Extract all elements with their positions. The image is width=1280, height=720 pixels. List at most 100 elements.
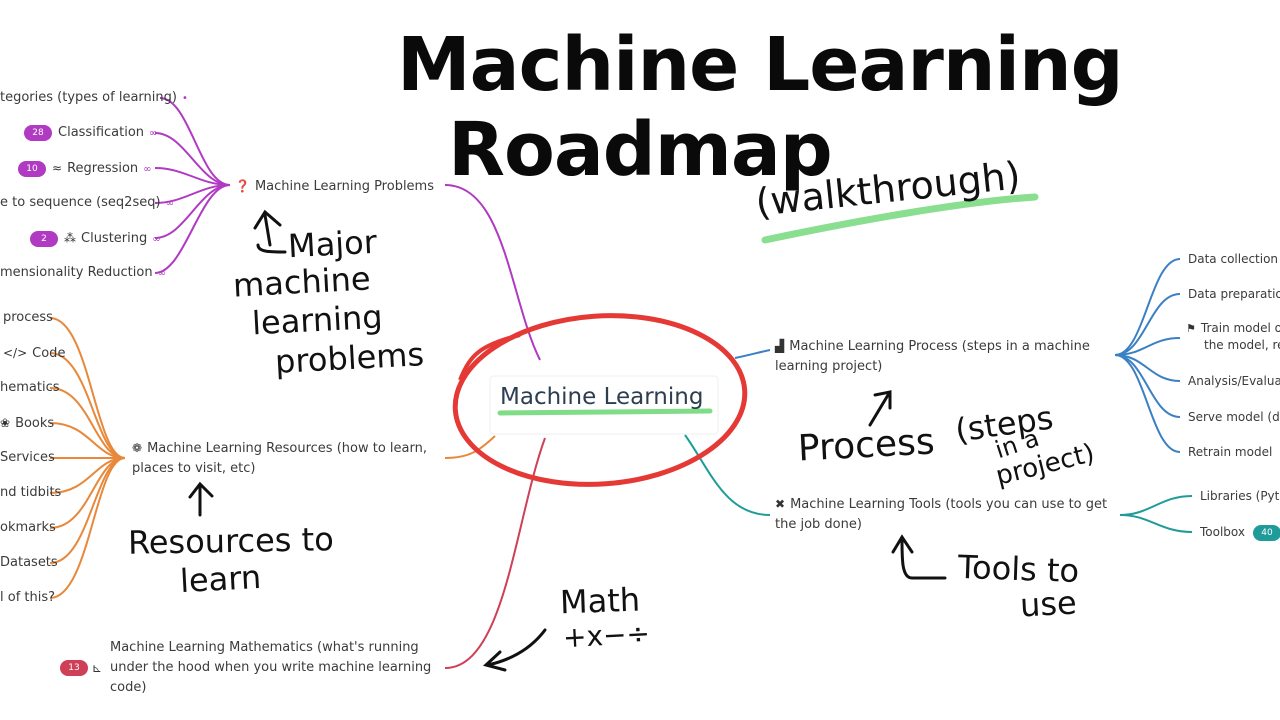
title-line-1: Machine Learning: [397, 22, 1124, 108]
hand-arrows: [188, 209, 947, 672]
chart-icon: ⊾: [92, 661, 103, 675]
link-icon: ∞: [165, 198, 174, 209]
tool-item-label: Toolbox: [1200, 525, 1245, 539]
problems-branches: [154, 97, 541, 361]
tool-item[interactable]: Libraries (Pyth: [1200, 486, 1280, 506]
problem-item-label: Classification: [58, 125, 145, 140]
problem-item-label: e to sequence (seq2seq): [0, 195, 161, 210]
hand-learn: learn: [179, 557, 263, 601]
resource-item[interactable]: Datasets: [0, 553, 58, 573]
resource-item-label: Datasets: [0, 555, 58, 570]
tool-item[interactable]: Toolbox 40: [1200, 522, 1280, 542]
node-resources-label: Machine Learning Resources (how to learn…: [132, 441, 427, 476]
process-item-label: Serve model (de: [1188, 410, 1280, 424]
problem-item[interactable]: mensionality Reduction ∞: [0, 263, 166, 284]
code-icon: </>: [3, 346, 28, 360]
resource-item-label: hematics: [0, 380, 60, 395]
process-item-label: Retrain model: [1188, 445, 1273, 459]
red-circle-annotation: [452, 313, 748, 487]
link-icon: ∞: [149, 128, 158, 139]
hand-problems: problems: [274, 335, 425, 381]
math-branch: [444, 437, 546, 669]
node-math[interactable]: 13 ⊾ Machine Learning Mathematics (what'…: [60, 638, 445, 698]
resource-item[interactable]: process: [3, 308, 53, 328]
resource-item-label: process: [3, 310, 53, 325]
dot-icon: •: [181, 93, 188, 104]
resource-item[interactable]: Services: [0, 448, 55, 468]
link-icon: ∞: [152, 234, 161, 245]
hand-resources: Resources to: [127, 520, 335, 562]
arrow-math: [482, 628, 547, 672]
resource-item-label: l of this?: [0, 590, 56, 605]
resource-item[interactable]: </> Code: [3, 343, 65, 364]
brain-icon: ❁: [132, 441, 143, 455]
center-node-label[interactable]: Machine Learning: [500, 384, 704, 410]
resource-item[interactable]: ❀ Books: [0, 413, 54, 434]
problem-item[interactable]: 10 ≈ Regression ∞: [18, 158, 152, 180]
hand-math: Math: [559, 580, 641, 622]
count-badge: 28: [24, 124, 52, 141]
process-item[interactable]: Retrain model: [1188, 442, 1272, 462]
hierarchy-icon: ⁂: [64, 231, 76, 245]
process-item[interactable]: Data preparation: [1188, 284, 1280, 304]
hand-major: Major: [287, 222, 378, 266]
process-item[interactable]: Serve model (de: [1188, 407, 1280, 427]
count-badge: 2: [30, 230, 58, 247]
resources-branches: [49, 317, 496, 599]
link-icon: ∞: [157, 268, 166, 279]
books-icon: ❀: [0, 416, 11, 430]
resource-item[interactable]: nd tidbits: [0, 483, 61, 503]
link-icon: ∞: [143, 164, 152, 175]
process-item-label: Data collection: [1188, 252, 1279, 266]
hand-machine: machine: [232, 259, 372, 305]
problem-item[interactable]: 28 Classification ∞: [24, 123, 157, 144]
node-math-label: Machine Learning Mathematics (what's run…: [110, 640, 432, 695]
problem-item[interactable]: tegories (types of learning)•: [0, 88, 188, 109]
process-item-label: the model, re: [1204, 338, 1280, 352]
math-badge: 13: [60, 660, 88, 676]
trend-icon: ≈: [52, 161, 63, 175]
node-tools-label: Machine Learning Tools (tools you can us…: [775, 497, 1108, 532]
tools-branches: [684, 434, 1193, 533]
stairs-icon: ▟: [775, 339, 785, 353]
tools-icon: ✖: [775, 497, 786, 511]
process-item[interactable]: Data collection: [1188, 249, 1278, 269]
center-underline: [497, 408, 713, 416]
resource-item-label: Books: [15, 416, 55, 431]
process-item[interactable]: ⚑Train model o the model, re: [1186, 320, 1280, 354]
problem-item-label: mensionality Reduction: [0, 265, 153, 280]
process-branches: [734, 258, 1181, 453]
node-tools[interactable]: ✖Machine Learning Tools (tools you can u…: [775, 494, 1115, 535]
node-problems[interactable]: ❓Machine Learning Problems: [235, 176, 434, 197]
red-circle-tail: [458, 333, 521, 381]
resource-item[interactable]: hematics: [0, 378, 60, 398]
problem-item-label: Regression: [67, 161, 139, 176]
process-item[interactable]: Analysis/Evalua: [1188, 371, 1280, 391]
count-badge: 10: [18, 160, 46, 177]
runner-icon: ⚑: [1186, 322, 1196, 335]
count-badge: 40: [1253, 524, 1280, 541]
title-line-2: Roadmap: [448, 107, 833, 193]
resource-item[interactable]: l of this?: [0, 588, 55, 608]
question-icon: ❓: [235, 179, 250, 193]
resource-item-label: Services: [0, 450, 55, 465]
arrow-tools: [891, 534, 947, 580]
hand-tools: Tools to: [957, 547, 1080, 591]
hand-math-ops: +x−÷: [562, 616, 651, 655]
center-node-box: [489, 375, 719, 435]
node-process[interactable]: ▟Machine Learning Process (steps in a ma…: [775, 336, 1110, 377]
arrow-resources: [188, 481, 214, 517]
arrow-problems: [253, 209, 282, 247]
resource-item-label: nd tidbits: [0, 485, 62, 500]
resource-item-label: Code: [32, 346, 66, 361]
node-resources[interactable]: ❁Machine Learning Resources (how to lear…: [132, 438, 442, 479]
hand-process: Process: [796, 421, 936, 470]
problem-item[interactable]: 2⁂Clustering∞: [30, 228, 161, 250]
hand-use: use: [1019, 583, 1078, 625]
problem-item[interactable]: e to sequence (seq2seq) ∞: [0, 193, 174, 214]
tool-item-label: Libraries (Pyth: [1200, 489, 1280, 503]
hand-learning: learning: [251, 297, 384, 343]
node-process-label: Machine Learning Process (steps in a mac…: [775, 339, 1090, 374]
resource-item[interactable]: okmarks: [0, 518, 56, 538]
